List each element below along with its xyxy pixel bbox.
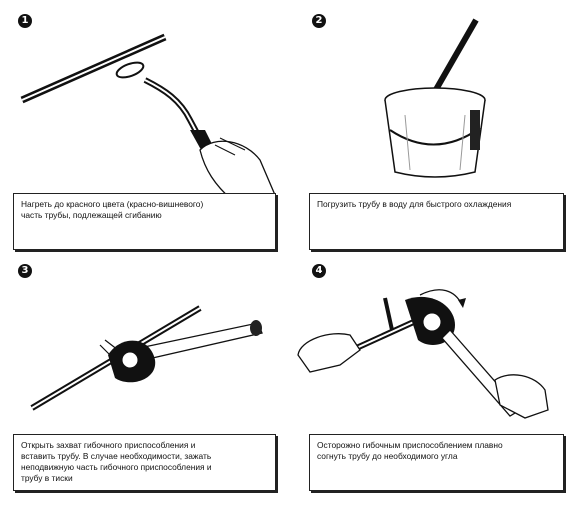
step-4-number: 4 xyxy=(312,264,326,278)
step-2-caption: Погрузить трубу в воду для быстрого охла… xyxy=(309,193,564,250)
step-2-number: 2 xyxy=(312,14,326,28)
step-4-caption: Осторожно гибочным приспособлением плавн… xyxy=(309,434,564,491)
step-1-caption: Нагреть до красного цвета (красно-вишнев… xyxy=(13,193,276,250)
step-3-caption: Открыть захват гибочного приспособления … xyxy=(13,434,276,491)
step-1-number: 1 xyxy=(18,14,32,28)
step-3-number: 3 xyxy=(18,264,32,278)
